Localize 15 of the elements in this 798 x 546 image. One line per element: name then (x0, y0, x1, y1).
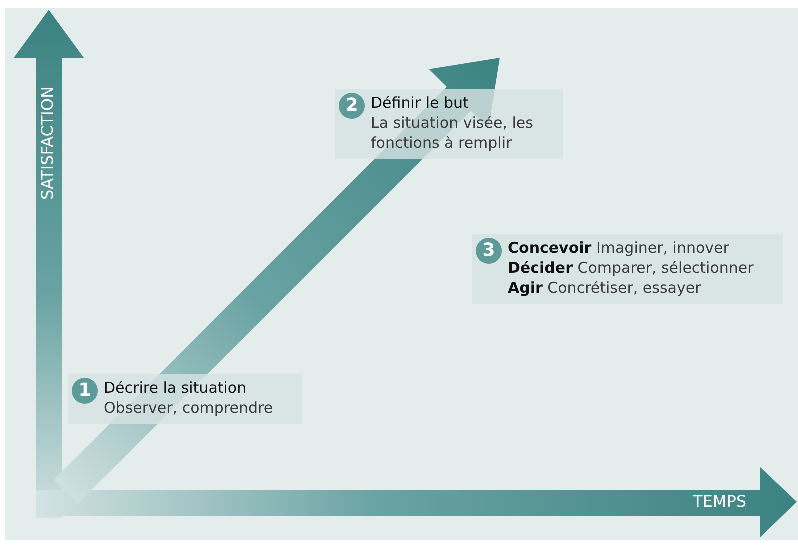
step-number: 2 (339, 93, 365, 119)
step-title: Définir le but (371, 93, 470, 113)
text-panel (472, 234, 783, 304)
step-description: La situation visée, les fonctions à remplir (371, 113, 534, 153)
step-line: Concevoir Imaginer, innover (508, 238, 730, 258)
step-description: Observer, comprendre (104, 398, 274, 418)
text-panel (68, 374, 302, 424)
axis-label: TEMPS (693, 492, 746, 511)
step-line: Agir Concrétiser, essayer (508, 278, 702, 298)
step-title: Décrire la situation (104, 378, 248, 398)
step-line: Décider Comparer, sélectionner (508, 258, 755, 278)
step-number: 3 (476, 238, 502, 264)
axis-label: SATISFACTION (38, 86, 57, 200)
text-panel (335, 89, 563, 159)
step-number: 1 (72, 378, 98, 404)
